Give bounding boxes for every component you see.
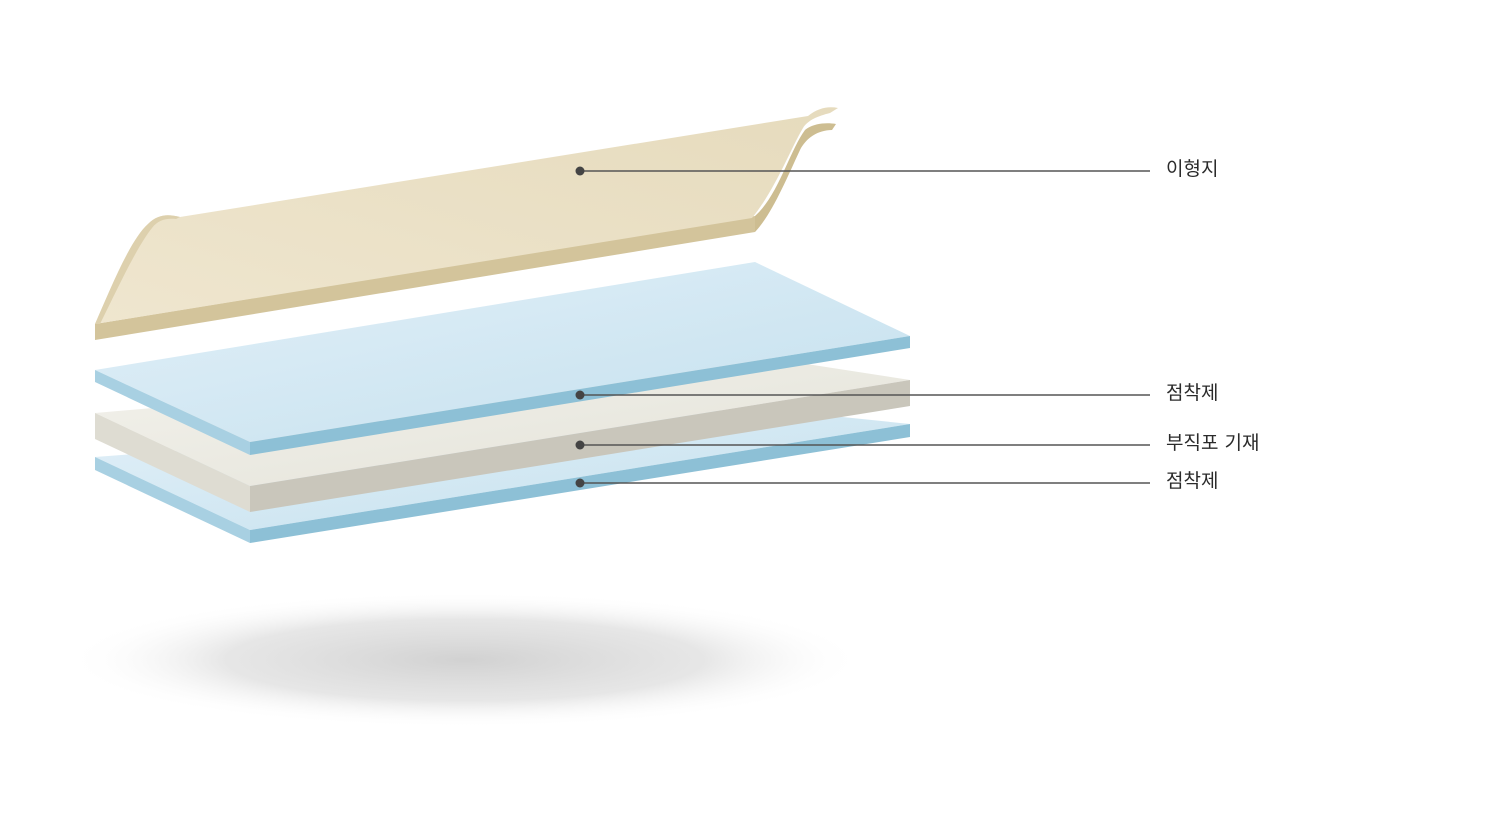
label-nonwoven-base: 부직포 기재: [1166, 432, 1260, 454]
adhesive-top-top-face: [95, 262, 910, 442]
leader-dot-adhesive-top: [575, 390, 585, 400]
leader-lines: [575, 166, 1150, 488]
leader-dot-adhesive-bottom: [575, 478, 585, 488]
release-paper-left-curl-edge: [95, 215, 180, 324]
adhesive-bottom-left-edge: [95, 457, 250, 543]
release-paper-layer: [95, 107, 838, 340]
base-left-edge: [95, 413, 250, 512]
label-release-paper: 이형지: [1166, 158, 1219, 180]
leader-dot-base: [575, 440, 585, 450]
release-paper-top-face: [95, 107, 838, 324]
floor-shadow: [65, 592, 865, 728]
release-paper-curl-right-under: [755, 123, 836, 232]
base-top-face: [95, 356, 910, 486]
adhesive-top-left-edge: [95, 370, 250, 455]
release-paper-underside: [95, 216, 755, 340]
label-adhesive-top: 점착제: [1166, 382, 1219, 404]
leader-dot-release: [575, 166, 585, 176]
label-adhesive-bottom: 점착제: [1166, 470, 1219, 492]
